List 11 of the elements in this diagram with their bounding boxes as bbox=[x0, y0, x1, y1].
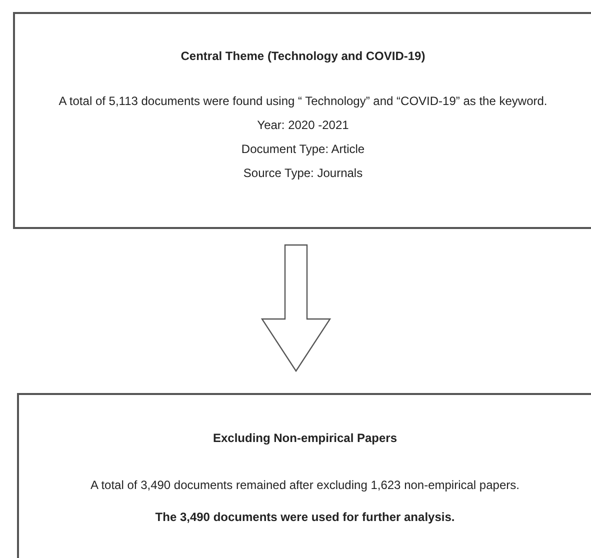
box-text: A total of 3,490 documents remained after excluding 1,623 non-empirical papers. bbox=[90, 478, 520, 492]
box-heading: Excluding Non-empirical Papers bbox=[212, 431, 398, 445]
box-text: Year: 2020 -2021 bbox=[257, 118, 349, 132]
process-box bbox=[17, 393, 591, 558]
process-box bbox=[13, 12, 591, 229]
box-text: Document Type: Article bbox=[241, 142, 365, 156]
box-text: Source Type: Journals bbox=[243, 166, 363, 180]
box-heading: Central Theme (Technology and COVID-19) bbox=[180, 49, 426, 63]
box-text: The 3,490 documents were used for further analysis. bbox=[155, 510, 455, 524]
block-arrow bbox=[260, 244, 332, 372]
box-text: A total of 5,113 documents were found using “ Technology” and “COVID-19” as the keyword. bbox=[58, 94, 548, 108]
